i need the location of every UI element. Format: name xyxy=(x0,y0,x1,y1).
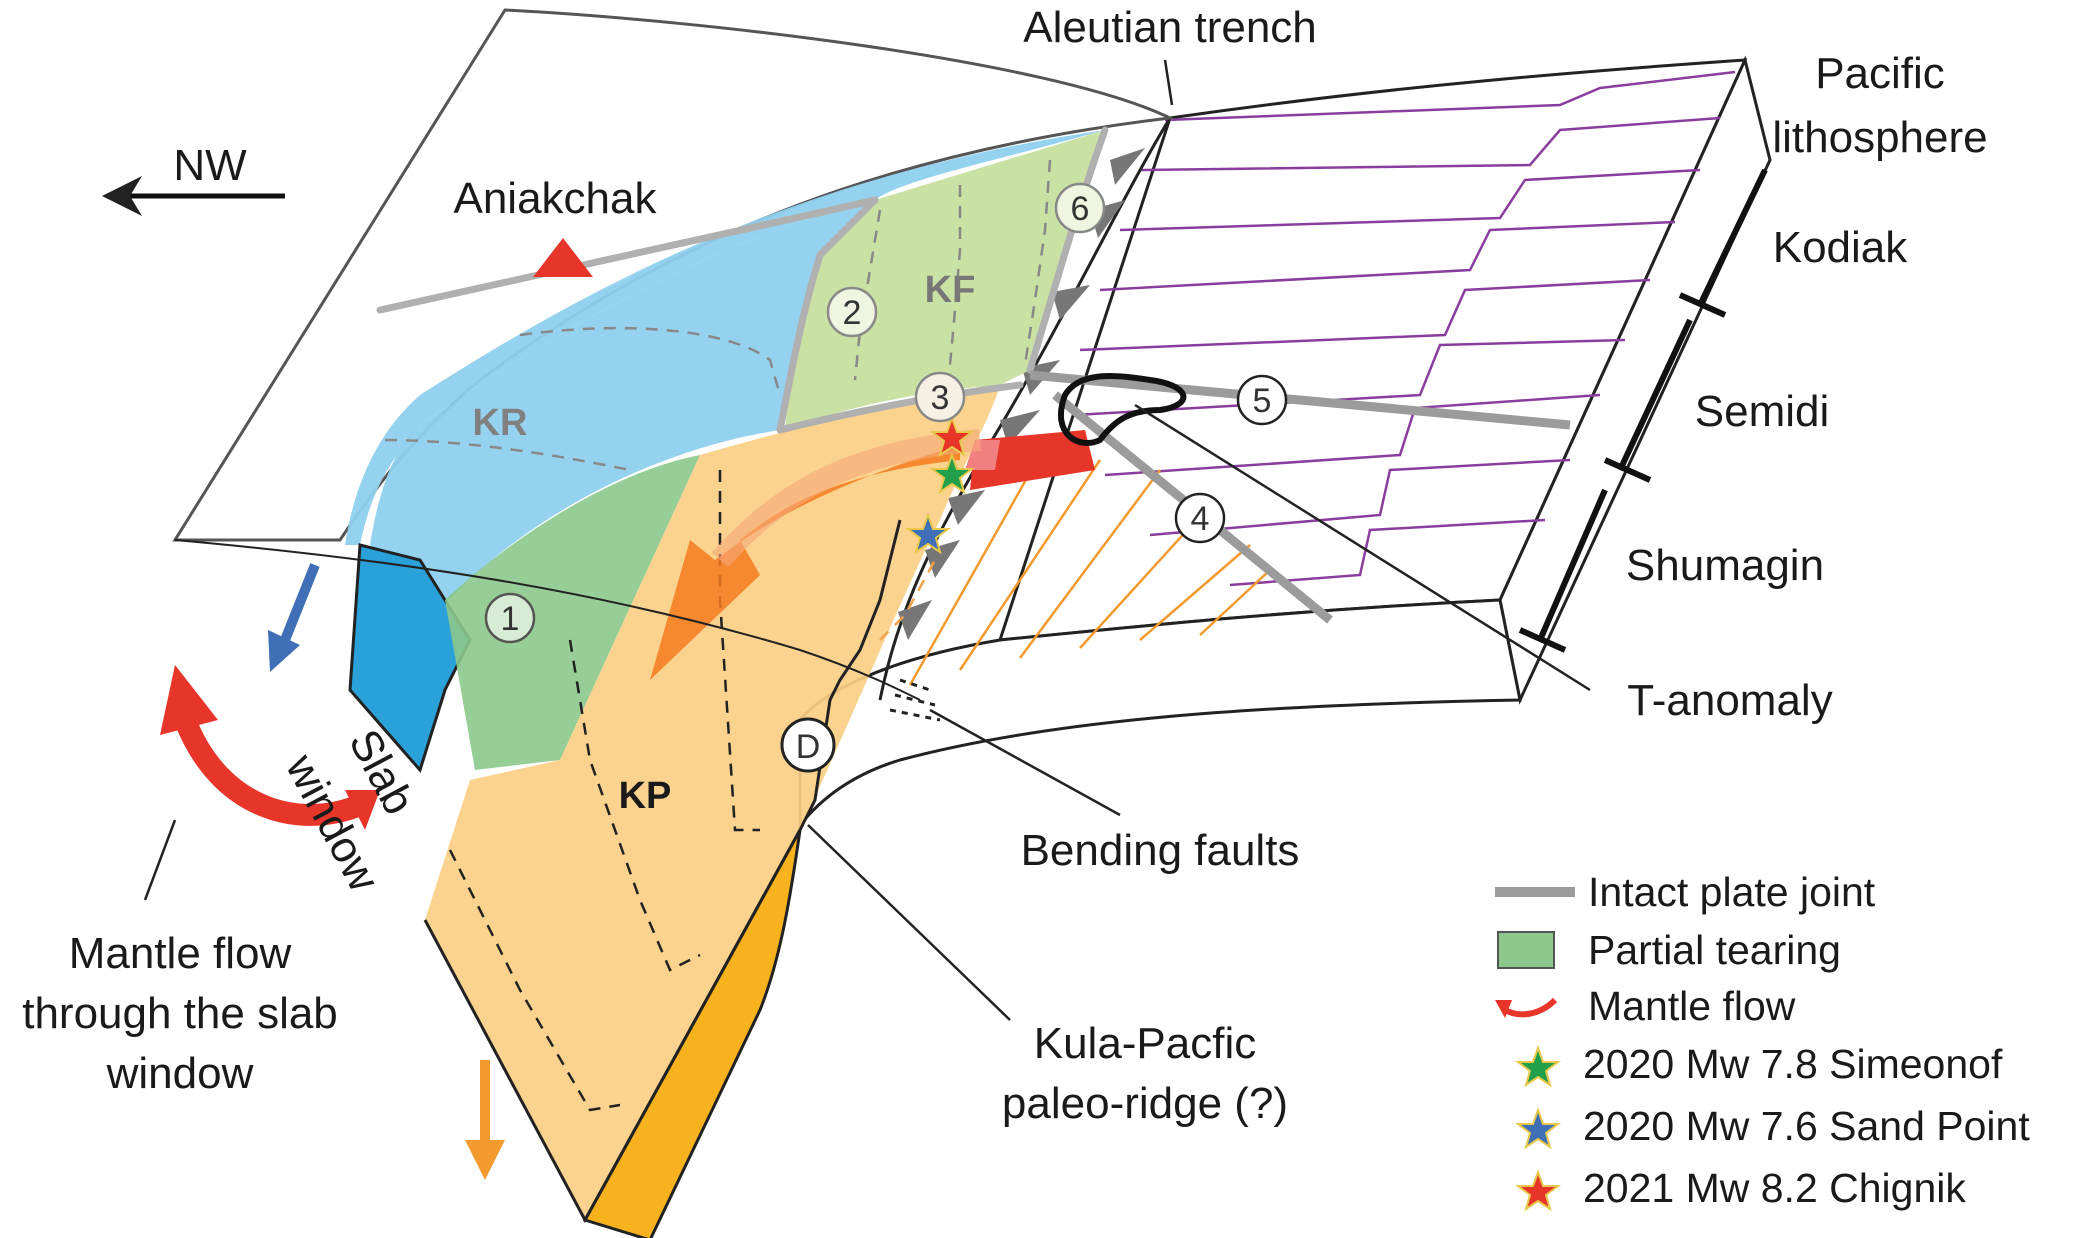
shumagin-label: Shumagin xyxy=(1626,541,1824,590)
svg-text:6: 6 xyxy=(1071,190,1090,228)
kp-outline xyxy=(423,829,802,1224)
kf-region xyxy=(785,130,1105,430)
torn-zone xyxy=(970,430,1095,490)
plate-joints xyxy=(376,126,1109,434)
kr-region xyxy=(370,200,875,610)
zone-kf-label: KF xyxy=(925,269,976,311)
marker-1: 1 xyxy=(484,592,536,644)
mantle-flow-label-2: through the slab xyxy=(22,989,338,1038)
marker-4: 4 xyxy=(1174,492,1226,544)
events xyxy=(905,415,975,555)
bending-faults-label: Bending faults xyxy=(1021,826,1300,875)
legend-mantle-swatch xyxy=(1495,997,1558,1018)
legend-sand-point-label: 2020 Mw 7.6 Sand Point xyxy=(1583,1103,2030,1149)
orange-lineations xyxy=(908,454,1271,686)
kodiak-label: Kodiak xyxy=(1773,223,1909,272)
kp-region xyxy=(425,385,1000,1220)
nw-label: NW xyxy=(173,141,247,190)
ridge-label-1: Kula-Pacfic xyxy=(1034,1019,1257,1068)
sand-point-star xyxy=(905,512,951,555)
legend-sand-point-star xyxy=(1515,1107,1561,1150)
legend-partial-label: Partial tearing xyxy=(1588,927,1841,973)
legend-chignik-label: 2021 Mw 8.2 Chignik xyxy=(1583,1165,1966,1211)
legend-intact-label: Intact plate joint xyxy=(1588,869,1876,915)
slab-window-strip xyxy=(348,543,472,774)
svg-text:1: 1 xyxy=(501,600,520,638)
legend-partial-swatch xyxy=(1497,931,1555,969)
t-anomaly-label: T-anomaly xyxy=(1627,676,1832,725)
leader-lines xyxy=(143,59,1591,1021)
marker-6: 6 xyxy=(1054,182,1106,234)
ridge-label-2: paleo-ridge (?) xyxy=(1002,1079,1288,1128)
pacific-label-2: lithosphere xyxy=(1772,113,1987,162)
partial-tearing-wedge xyxy=(445,455,700,770)
pacific-lithosphere-block xyxy=(798,55,1772,830)
zone-kr-label: KR xyxy=(473,402,528,444)
kp-bottom-face xyxy=(582,829,802,1238)
legend-simeonof-star xyxy=(1515,1045,1561,1088)
paleo-ridge-line xyxy=(798,519,902,831)
aleutian-trench-label: Aleutian trench xyxy=(1023,3,1317,52)
mantle-flow-arrow xyxy=(160,665,380,830)
legend-chignik-star xyxy=(1515,1169,1561,1212)
svg-text:2: 2 xyxy=(843,294,862,332)
mantle-flow-label-3: window xyxy=(106,1049,254,1098)
legend-mantle-label: Mantle flow xyxy=(1588,983,1796,1029)
marker-5: 5 xyxy=(1236,374,1288,426)
mantle-flow-label-1: Mantle flow xyxy=(69,929,292,978)
aniakchak-volcano xyxy=(533,238,593,277)
blue-arrow xyxy=(268,563,320,672)
semidi-label: Semidi xyxy=(1695,387,1830,436)
svg-text:D: D xyxy=(796,728,821,766)
svg-text:5: 5 xyxy=(1253,382,1272,420)
segment-bars xyxy=(1518,168,1768,653)
marker-3: 3 xyxy=(914,371,966,423)
markers: 1 2 3 4 5 6 D xyxy=(484,182,1288,773)
slab-lower-edge xyxy=(174,539,921,701)
aniakchak-label: Aniakchak xyxy=(453,174,657,223)
orange-flow-trail xyxy=(711,429,981,568)
orange-down-arrow xyxy=(465,1060,505,1180)
svg-text:3: 3 xyxy=(931,379,950,417)
chignik-star xyxy=(929,415,975,458)
svg-text:4: 4 xyxy=(1191,500,1210,538)
marker-2: 2 xyxy=(826,286,878,338)
t-anomaly-outline xyxy=(1057,372,1187,446)
legend-simeonof-label: 2020 Mw 7.8 Simeonof xyxy=(1583,1041,2003,1087)
legend: Intact plate joint Partial tearing Mantl… xyxy=(1495,869,2030,1212)
zone-kp-label: KP xyxy=(619,775,672,817)
marker-d: D xyxy=(780,717,836,773)
bending-fault-marks xyxy=(889,678,941,722)
magnetic-lineations xyxy=(1074,70,1736,587)
orange-flow-arrow xyxy=(650,445,960,680)
simeonof-star xyxy=(929,452,975,495)
pacific-label-1: Pacific xyxy=(1815,49,1945,98)
